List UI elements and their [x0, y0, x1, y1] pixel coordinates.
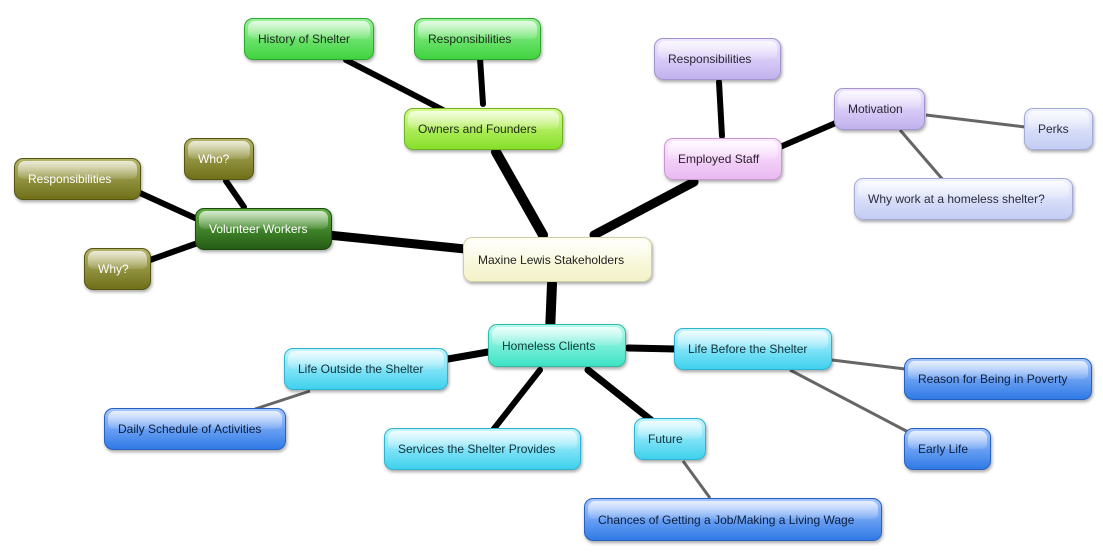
- node-label: Perks: [1038, 122, 1069, 136]
- node-reason-poverty[interactable]: Reason for Being in Poverty: [904, 358, 1092, 400]
- node-label: Future: [648, 432, 683, 446]
- node-life-outside[interactable]: Life Outside the Shelter: [284, 348, 448, 390]
- node-label: Services the Shelter Provides: [398, 442, 556, 456]
- link-motivation-whywork: [898, 129, 946, 182]
- node-owners-and-founders[interactable]: Owners and Founders: [404, 108, 563, 150]
- link-clients-before: [624, 344, 680, 353]
- central-node-label: Maxine Lewis Stakeholders: [478, 252, 625, 267]
- node-label: Why work at a homeless shelter?: [868, 192, 1045, 206]
- node-label: Employed Staff: [678, 152, 760, 166]
- node-label: Chances of Getting a Job/Making a Living…: [598, 512, 855, 527]
- node-chances[interactable]: Chances of Getting a Job/Making a Living…: [584, 498, 882, 541]
- central-node[interactable]: Maxine Lewis Stakeholders: [463, 237, 652, 282]
- link-volunteers-responsibilities: [137, 190, 198, 221]
- node-label: Life Before the Shelter: [688, 342, 808, 356]
- node-owners-responsibilities[interactable]: Responsibilities: [414, 18, 541, 60]
- link-volunteers-why: [147, 241, 198, 263]
- node-future[interactable]: Future: [634, 418, 706, 460]
- link-future-chances: [681, 460, 712, 499]
- link-clients-future: [584, 366, 655, 424]
- node-life-before[interactable]: Life Before the Shelter: [674, 328, 832, 370]
- link-owners-responsibilities: [477, 55, 486, 107]
- node-label: Owners and Founders: [418, 122, 537, 136]
- link-clients-services: [490, 367, 543, 433]
- link-center-owners: [491, 147, 548, 240]
- link-clients-outside: [444, 348, 492, 363]
- node-label: Early Life: [918, 442, 969, 456]
- node-perks[interactable]: Perks: [1024, 108, 1093, 150]
- node-label: Responsibilities: [668, 52, 752, 66]
- node-why-work[interactable]: Why work at a homeless shelter?: [854, 178, 1073, 220]
- node-staff-responsibilities[interactable]: Responsibilities: [654, 38, 781, 80]
- node-label: Motivation: [848, 102, 903, 116]
- link-owners-history: [343, 57, 446, 113]
- node-early-life[interactable]: Early Life: [904, 428, 991, 470]
- link-before-earlylife: [789, 368, 913, 436]
- node-label: Who?: [198, 152, 230, 166]
- link-volunteers-who: [223, 178, 247, 210]
- node-label: Why?: [98, 262, 129, 276]
- node-label: Volunteer Workers: [209, 222, 308, 236]
- node-label: History of Shelter: [258, 32, 351, 46]
- node-label: Reason for Being in Poverty: [918, 372, 1068, 386]
- link-before-reason: [831, 358, 906, 371]
- node-who[interactable]: Who?: [184, 138, 254, 180]
- node-services[interactable]: Services the Shelter Provides: [384, 428, 581, 470]
- node-daily-schedule[interactable]: Daily Schedule of Activities: [104, 408, 286, 450]
- node-why[interactable]: Why?: [84, 248, 151, 290]
- link-motivation-perks: [925, 113, 1026, 129]
- link-center-volunteers: [323, 230, 470, 254]
- link-center-staff: [589, 177, 699, 240]
- link-staff-responsibilities: [716, 79, 725, 139]
- node-volunteer-workers[interactable]: Volunteer Workers: [195, 208, 332, 250]
- node-label: Responsibilities: [28, 172, 112, 186]
- node-label: Daily Schedule of Activities: [118, 422, 262, 436]
- node-employed-staff[interactable]: Employed Staff: [664, 138, 782, 180]
- node-label: Responsibilities: [428, 32, 512, 46]
- link-staff-motivation: [777, 119, 841, 150]
- node-homeless-clients[interactable]: Homeless Clients: [488, 324, 626, 367]
- link-outside-schedule: [254, 389, 311, 411]
- node-label: Life Outside the Shelter: [298, 362, 424, 376]
- node-volunteer-responsibilities[interactable]: Responsibilities: [14, 158, 141, 200]
- node-motivation[interactable]: Motivation: [834, 88, 925, 130]
- node-history-of-shelter[interactable]: History of Shelter: [244, 18, 374, 60]
- node-label: Homeless Clients: [502, 338, 596, 353]
